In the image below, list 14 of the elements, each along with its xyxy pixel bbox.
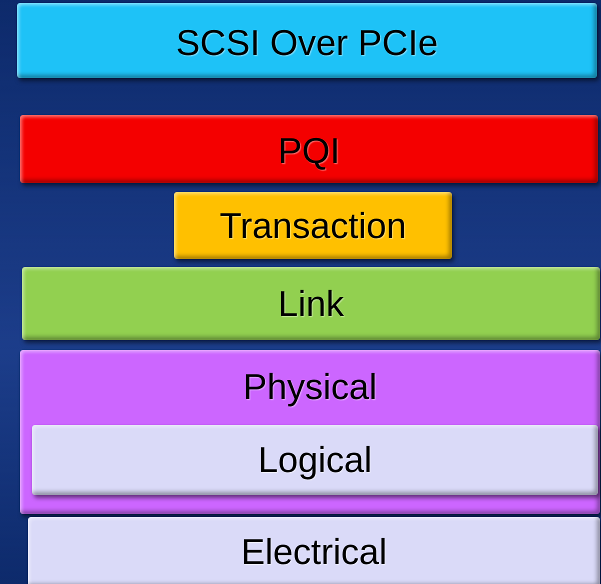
layer-label: Electrical <box>240 531 388 573</box>
layer-bar <box>17 3 597 78</box>
layer-label: Physical <box>242 366 378 408</box>
layer-bar <box>174 192 452 259</box>
layer-label: Logical <box>256 439 374 481</box>
layer-bar <box>22 267 600 340</box>
layer-label: SCSI Over PCIe <box>174 22 440 64</box>
layer-label: Link <box>276 283 346 325</box>
layer-bar <box>20 115 598 183</box>
layer-label: PQI <box>276 130 341 172</box>
layer-bar <box>28 517 600 584</box>
layer-bar <box>32 425 598 495</box>
layer-label: Transaction <box>218 205 408 247</box>
layer-bar <box>20 350 600 514</box>
